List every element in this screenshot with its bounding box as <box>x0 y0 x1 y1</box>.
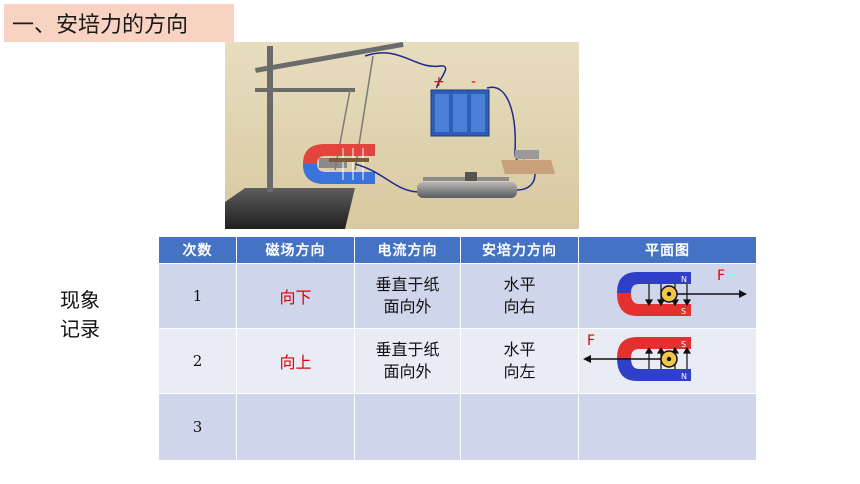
current-direction-cell: 垂直于纸 面向外 <box>354 328 461 394</box>
magnet-force-diagram: S N F <box>583 333 692 381</box>
header-count: 次数 <box>158 236 237 264</box>
experiment-photo: + - <box>225 42 579 229</box>
field-direction-cell: 向下 <box>236 263 355 329</box>
force-line1: 水平 <box>503 340 536 359</box>
header-plane-diagram: 平面图 <box>578 236 757 264</box>
battery-minus: - <box>471 74 476 90</box>
current-line1: 垂直于纸 <box>375 275 440 294</box>
magnet-top-arm <box>617 272 691 293</box>
table-row: 1 向下 垂直于纸 面向外 水平 向右 N S <box>158 263 757 329</box>
observation-record-label: 现象 记录 <box>60 286 100 344</box>
row-index: 2 <box>158 328 237 394</box>
battery-pack <box>430 89 490 137</box>
current-direction-cell: 垂直于纸 面向外 <box>354 263 461 329</box>
plane-diagram-cell: N S F <box>578 263 757 329</box>
field-direction-cell: 向上 <box>236 328 355 394</box>
section-title: 一、安培力的方向 <box>4 4 234 42</box>
table-row: 3 <box>158 393 757 461</box>
stand-pole <box>267 46 273 192</box>
field-direction-cell <box>236 393 355 461</box>
pole-top-label: S <box>681 340 686 349</box>
pole-top-label: N <box>681 275 687 284</box>
pole-bottom-label: S <box>681 307 686 316</box>
table-row: 2 向上 垂直于纸 面向外 水平 向左 S N <box>158 328 757 394</box>
magnet-bottom-arm <box>617 293 691 316</box>
force-direction-cell: 水平 向左 <box>460 328 579 394</box>
pole-bottom-label: N <box>681 372 687 381</box>
magnet-top-arm <box>617 337 691 358</box>
stand-arm-upper <box>255 42 404 73</box>
current-line1: 垂直于纸 <box>375 340 440 359</box>
record-table: 次数 磁场方向 电流方向 安培力方向 平面图 1 向下 垂直于纸 面向外 水平 … <box>158 236 757 461</box>
header-force-direction: 安培力方向 <box>460 236 579 264</box>
force-line2: 向右 <box>503 297 536 316</box>
force-label: F <box>717 268 725 284</box>
header-field-direction: 磁场方向 <box>236 236 355 264</box>
magnet-bottom-arm <box>617 358 691 381</box>
force-direction-cell: 水平 向右 <box>460 263 579 329</box>
current-direction-cell <box>354 393 461 461</box>
force-direction-cell <box>460 393 579 461</box>
battery-plus: + <box>433 74 445 90</box>
header-current-direction: 电流方向 <box>354 236 461 264</box>
current-line2: 面向外 <box>383 297 432 316</box>
rheostat <box>417 172 517 198</box>
force-label: F <box>587 333 595 349</box>
force-line1: 水平 <box>503 275 536 294</box>
side-label-line2: 记录 <box>60 317 100 341</box>
stand-base <box>225 188 355 229</box>
plane-diagram-cell <box>578 393 757 461</box>
row-index: 1 <box>158 263 237 329</box>
conductor-rod <box>329 158 369 162</box>
clamp-left <box>319 158 347 168</box>
side-label-line1: 现象 <box>60 288 100 312</box>
plane-diagram-cell: S N F <box>578 328 757 394</box>
force-line2: 向左 <box>503 362 536 381</box>
magnet-force-diagram: N S F <box>617 268 747 316</box>
switch-base <box>501 160 555 174</box>
row-index: 3 <box>158 393 237 461</box>
stand-arm-lower <box>255 88 355 92</box>
current-line2: 面向外 <box>383 362 432 381</box>
